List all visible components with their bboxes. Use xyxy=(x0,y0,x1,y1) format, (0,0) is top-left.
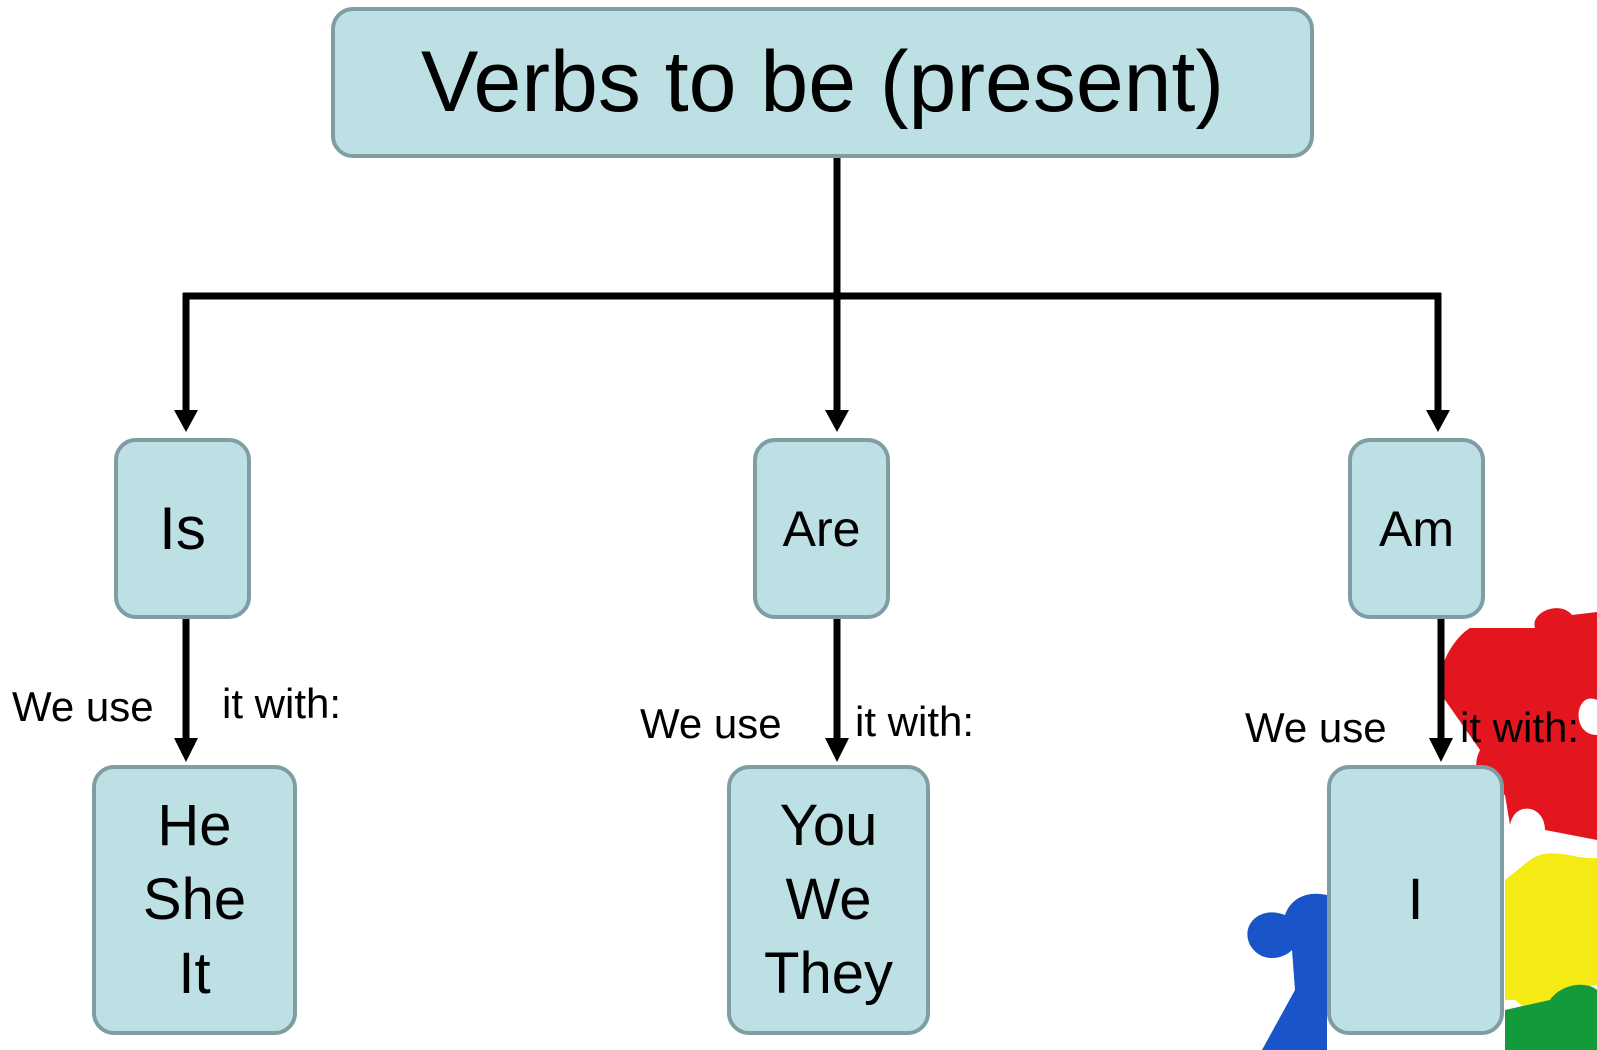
use-label-right-are: it with: xyxy=(855,698,975,745)
yellow-puzzle-piece xyxy=(1505,853,1597,1009)
arrowhead-i xyxy=(1429,738,1453,762)
red-puzzle-piece xyxy=(1439,608,1597,840)
pronoun-he: He xyxy=(157,792,232,858)
pronoun-box-are: You We They xyxy=(727,765,930,1035)
arrowhead-you-we-they xyxy=(825,738,849,762)
arrowhead-is xyxy=(174,410,198,432)
pronoun-she: She xyxy=(142,866,247,932)
pronoun-we: We xyxy=(785,866,872,932)
verb-box-are: Are xyxy=(753,438,890,619)
pronoun-it: It xyxy=(178,941,211,1007)
title-box: Verbs to be (present) xyxy=(331,7,1314,158)
use-label-right-is: it with: xyxy=(222,680,342,727)
blue-puzzle-piece xyxy=(1247,893,1327,1050)
pronoun-they: They xyxy=(764,941,893,1007)
use-label-left-is: We use xyxy=(12,683,154,730)
use-label-left-are: We use xyxy=(640,700,782,747)
use-label-left-am: We use xyxy=(1245,704,1387,751)
pronoun-you: You xyxy=(779,792,878,858)
pronoun-box-am: I xyxy=(1327,765,1504,1035)
arrowhead-am xyxy=(1426,410,1450,432)
pronoun-box-is: He She It xyxy=(92,765,297,1035)
verb-box-is: Is xyxy=(114,438,251,619)
arrowhead-he-she-it xyxy=(174,738,198,762)
green-puzzle-piece xyxy=(1505,984,1597,1050)
verb-label-is: Is xyxy=(159,495,206,562)
use-label-right-am: it with: xyxy=(1460,704,1580,751)
pronoun-i: I xyxy=(1407,866,1424,932)
verb-label-am: Am xyxy=(1379,500,1454,557)
verb-label-are: Are xyxy=(782,500,861,557)
diagram-title: Verbs to be (present) xyxy=(420,34,1225,130)
arrowhead-are xyxy=(825,410,849,432)
verb-box-am: Am xyxy=(1348,438,1485,619)
